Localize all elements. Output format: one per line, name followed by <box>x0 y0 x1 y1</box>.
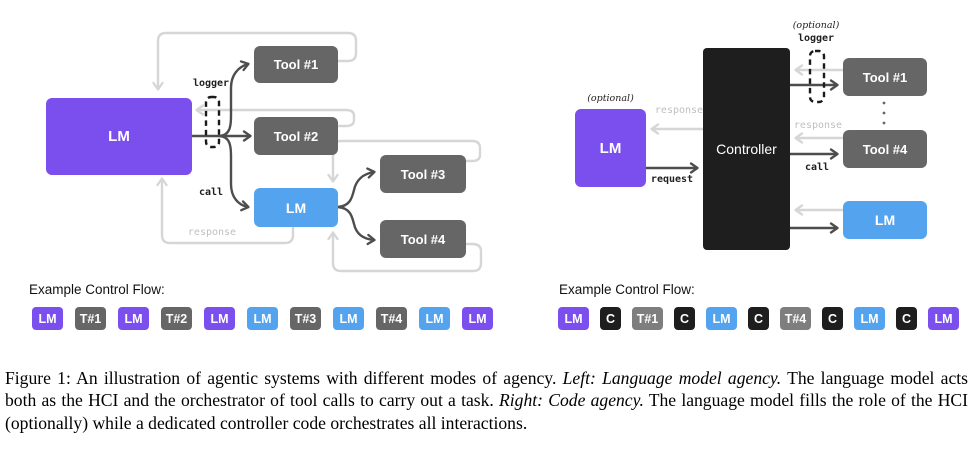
flow-chip-t4: T#4 <box>376 307 407 330</box>
request-label: request <box>650 174 694 185</box>
tool2-label: Tool #2 <box>273 128 319 144</box>
logger-label-left: logger <box>192 78 230 89</box>
flow-chip-t3: T#3 <box>290 307 321 330</box>
lm-hci-box: LM <box>575 109 646 187</box>
call-label-right: call <box>804 162 830 173</box>
optional-note-left: (optional) <box>587 93 634 104</box>
tool4-box-right: Tool #4 <box>843 130 927 168</box>
caption-italic-segment: Left: Language model agency. <box>562 367 782 388</box>
lm-tool-label-right: LM <box>874 212 896 228</box>
lmsub-to-tool4-arrow <box>336 205 376 246</box>
control-flow-right: LM C T#1 C LM C T#4 C LM C LM <box>558 307 959 330</box>
controller-box: Controller <box>703 48 790 250</box>
tool4-label-right: Tool #4 <box>862 141 908 157</box>
lm-sub-label: LM <box>285 199 307 216</box>
control-flow-left: LM T#1 LM T#2 LM LM T#3 LM T#4 LM LM <box>32 307 493 330</box>
flow-chip-c: C <box>600 307 621 330</box>
tool1-label-right: Tool #1 <box>862 69 908 85</box>
figure-caption: Figure 1: An illustration of agentic sys… <box>5 367 968 435</box>
flow-chip-lm: LM <box>204 307 235 330</box>
lm-main-box: LM <box>46 98 192 175</box>
logger-dashed-box-right <box>808 49 826 104</box>
control-flow-title-left: Example Control Flow: <box>29 282 165 297</box>
caption-segment: Figure 1: An illustration of agentic sys… <box>5 367 563 388</box>
flow-chip-t4: T#4 <box>780 307 811 330</box>
tool2-response-loop <box>195 104 356 128</box>
controller-label: Controller <box>716 141 777 157</box>
flow-chip-lm: LM <box>928 307 959 330</box>
flow-chip-lm: LM <box>419 307 450 330</box>
lm-hci-label: LM <box>599 139 622 157</box>
logger-label-right: logger <box>797 33 835 44</box>
caption-italic-segment: Right: Code agency. <box>499 390 644 411</box>
flow-chip-lm: LM <box>854 307 885 330</box>
tool4-box: Tool #4 <box>380 220 466 258</box>
flow-chip-lm: LM <box>706 307 737 330</box>
tool1-box: Tool #1 <box>254 46 338 83</box>
lmsub-to-tool3-arrow <box>336 167 376 209</box>
lm-to-lmsub-arrow <box>218 134 250 212</box>
tool1-box-right: Tool #1 <box>843 58 927 96</box>
tool1-label: Tool #1 <box>273 57 319 72</box>
caption-segment: The language model acts both as the HCI … <box>5 367 968 411</box>
tool3-label: Tool #3 <box>400 166 446 182</box>
flow-chip-t1: T#1 <box>75 307 106 330</box>
caption-segment: The language model fills the role of the… <box>5 390 968 433</box>
flow-chip-c: C <box>822 307 843 330</box>
flow-chip-lm: LM <box>333 307 364 330</box>
flow-chip-lm: LM <box>558 307 589 330</box>
diagram-wires <box>152 31 886 273</box>
call-label-left: call <box>198 187 224 198</box>
tool4-response-loop <box>327 231 483 273</box>
tool1-response-loop <box>152 31 358 91</box>
flow-chip-c: C <box>896 307 917 330</box>
tool4-label: Tool #4 <box>400 231 446 247</box>
flow-chip-lm: LM <box>247 307 278 330</box>
lm-sub-response-loop <box>156 177 295 245</box>
flow-chip-lm: LM <box>118 307 149 330</box>
tool2-box: Tool #2 <box>254 117 338 155</box>
lm-tool-box-right: LM <box>843 201 927 239</box>
lm-main-label: LM <box>108 128 130 145</box>
response-label-left: response <box>187 227 237 238</box>
flow-chip-t1: T#1 <box>632 307 663 330</box>
flow-chip-c: C <box>674 307 695 330</box>
lm-sub-box: LM <box>254 188 338 227</box>
response-label-right: response <box>793 120 843 131</box>
flow-chip-t2: T#2 <box>161 307 192 330</box>
flow-chip-lm: LM <box>462 307 493 330</box>
lm-to-tool1-arrow <box>218 60 250 138</box>
control-flow-title-right: Example Control Flow: <box>559 282 695 297</box>
flow-chip-c: C <box>748 307 769 330</box>
response-label-controller: response <box>654 105 704 116</box>
tool3-box: Tool #3 <box>380 155 466 193</box>
tools-ellipsis-dots <box>882 101 886 125</box>
logger-dashed-box-left <box>204 95 221 149</box>
flow-chip-lm: LM <box>32 307 63 330</box>
optional-note-right: (optional) <box>792 20 840 31</box>
